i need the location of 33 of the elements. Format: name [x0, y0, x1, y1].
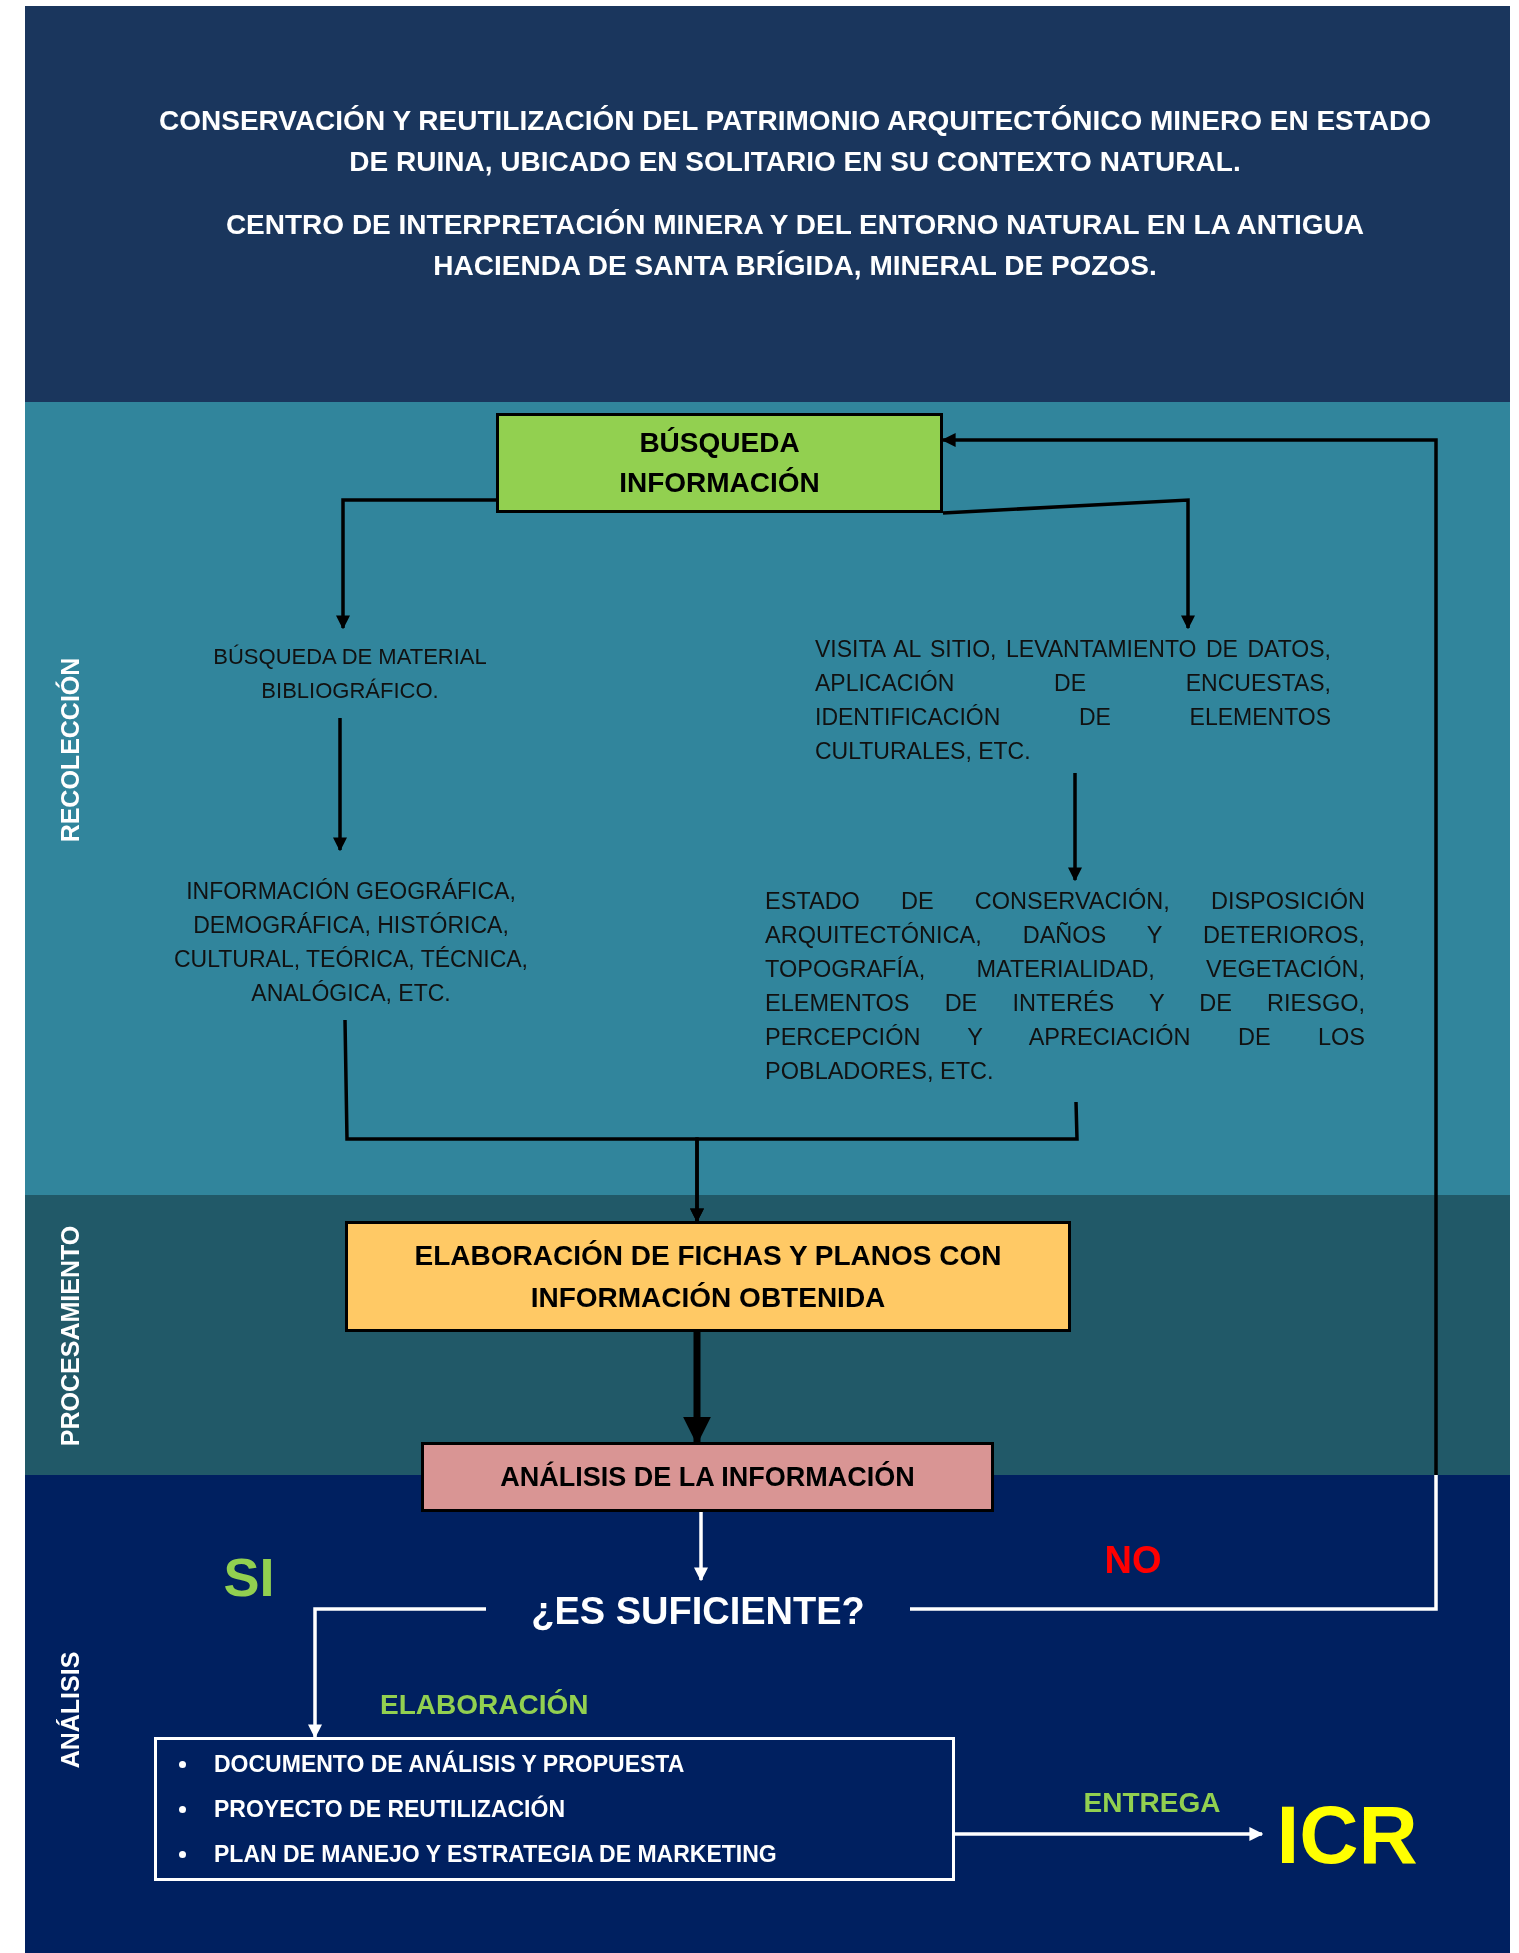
process-box [421, 1442, 994, 1512]
node-text: VISITA AL SITIO, LEVANTAMIENTO DE DATOS, APLICACIÓN DE ENCUESTAS, IDENTIFICACIÓN DE ELEMENTOS CULTURALES, ETC. [815, 635, 1331, 766]
node-text: ICR [1276, 1794, 1418, 1876]
process-box [345, 1221, 1071, 1332]
list-item: PLAN DE MANEJO Y ESTRATEGIA DE MARKETING [214, 1839, 777, 1869]
stage-label: RECOLECCIÓN [54, 657, 86, 843]
arrow [336, 498, 496, 630]
stage-label: ANÁLISIS [55, 1651, 86, 1769]
node-text: ESTADO DE CONSERVACIÓN, DISPOSICIÓN ARQUITECTÓNICA, DAÑOS Y DETERIOROS, TOPOGRAFÍA, MATERIALIDAD, VEGETACIÓN, ELEMENTOS DE INTERÉS Y DE RIESGO, PERCEPCIÓN Y APRECIACIÓN DE LOS POBLADORES, ETC. [765, 887, 1365, 1086]
title: CONSERVACIÓN Y REUTILIZACIÓN DEL PATRIMONIO ARQUITECTÓNICO MINERO EN ESTADO DE RUINA, UBICADO EN SOLITARIO EN SU CONTEXTO NATURAL. [158, 104, 1432, 179]
arrow [690, 1101, 1079, 1223]
arrow [694, 1512, 708, 1582]
node-caption: ELABORACIÓN [380, 1688, 589, 1722]
node-text: ¿ES SUFICIENTE? [531, 1588, 865, 1634]
arrow [308, 1607, 486, 1739]
stage-label: PROCESAMIENTO [55, 1225, 86, 1447]
edge-label: SI [223, 1545, 275, 1609]
edge-label: ENTREGA [1083, 1786, 1221, 1820]
arrow [942, 498, 1195, 630]
node-text: ANÁLISIS DE LA INFORMACIÓN [500, 1460, 915, 1494]
list-item: PROYECTO DE REUTILIZACIÓN [214, 1794, 565, 1824]
arrow [333, 718, 347, 852]
arrow [1068, 773, 1082, 882]
edge-label: NO [1104, 1537, 1162, 1583]
node-text: ELABORACIÓN DE FICHAS Y PLANOS CON INFORMACIÓN OBTENIDA [413, 1238, 1003, 1315]
node-text: BÚSQUEDA DE MATERIAL BIBLIOGRÁFICO. [212, 643, 488, 705]
subtitle: CENTRO DE INTERPRETACIÓN MINERA Y DEL ENTORNO NATURAL EN LA ANTIGUA HACIENDA DE SANTA BRÍGIDA, MINERAL DE POZOS. [224, 208, 1366, 283]
process-box [496, 413, 943, 513]
list-item: DOCUMENTO DE ANÁLISIS Y PROPUESTA [214, 1749, 685, 1779]
arrow [955, 1827, 1264, 1841]
node-text: BÚSQUEDA INFORMACIÓN [618, 426, 821, 500]
arrow [910, 433, 1438, 1611]
node-text: INFORMACIÓN GEOGRÁFICA, DEMOGRÁFICA, HISTÓRICA, CULTURAL, TEÓRICA, TÉCNICA, ANALÓGICA, ETC. [173, 877, 529, 1008]
